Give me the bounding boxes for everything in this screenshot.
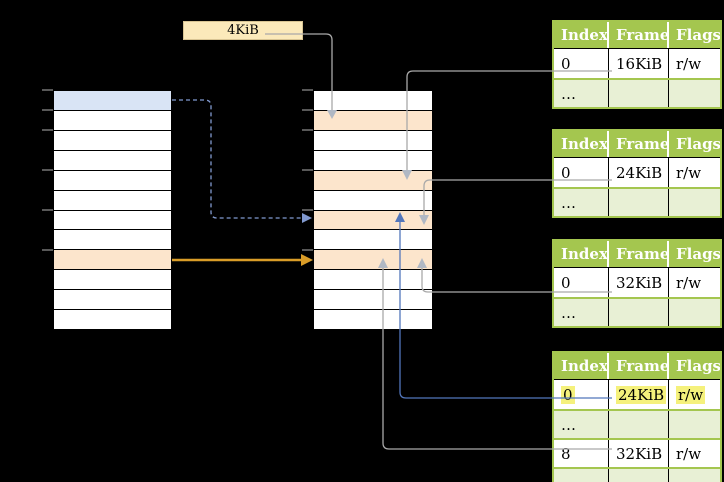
cell-flags: r/w xyxy=(676,273,702,292)
cell-flags: r/w xyxy=(676,163,702,182)
column-header-flags: Flags xyxy=(676,357,720,375)
memory-cell-2 xyxy=(314,130,432,151)
cell-index: 0 xyxy=(554,158,609,187)
memory-cell-3 xyxy=(314,150,432,171)
column-header-flags: Flags xyxy=(676,26,720,44)
memory-cell-0 xyxy=(314,91,432,111)
cell-index: … xyxy=(554,299,609,326)
column-header-frame: Frame xyxy=(609,353,669,379)
cell-flags: r/w xyxy=(676,385,706,404)
cell-index: 0 xyxy=(554,380,609,409)
cell-frame xyxy=(609,80,669,107)
memory-cell-5 xyxy=(314,190,432,211)
cell-index: … xyxy=(554,189,609,216)
table-row: … xyxy=(554,187,720,216)
table-row: … xyxy=(554,297,720,326)
cell-index: … xyxy=(554,411,609,438)
cell-flags xyxy=(669,299,720,326)
arrow-virtual-blue-page-dashed xyxy=(172,99,312,223)
memory-cell-8 xyxy=(314,250,432,271)
page-size-label: 4KiB xyxy=(227,23,259,38)
memory-cell-5 xyxy=(54,190,171,211)
cell-frame: 32KiB xyxy=(609,268,669,297)
memory-cell-7 xyxy=(54,230,171,251)
column-header-frame: Frame xyxy=(609,22,669,48)
cell-frame: 24KiB xyxy=(609,380,669,409)
column-header-flags: Flags xyxy=(676,135,720,153)
memory-cell-6 xyxy=(314,210,432,231)
cell-flags xyxy=(669,469,720,482)
memory-cell-10 xyxy=(54,290,171,311)
cell-flags: r/w xyxy=(676,444,702,463)
cell-index: … xyxy=(554,469,609,482)
cell-index: 8 xyxy=(554,440,609,467)
cell-frame xyxy=(609,189,669,216)
cell-flags xyxy=(669,411,720,438)
memory-cell-2 xyxy=(54,130,171,151)
cell-flags xyxy=(669,80,720,107)
cell-index: 0 xyxy=(554,268,609,297)
cell-frame: 24KiB xyxy=(609,158,669,187)
cell-index: 0 xyxy=(554,49,609,78)
memory-cell-3 xyxy=(54,150,171,171)
memory-cell-11 xyxy=(54,310,171,330)
memory-cell-9 xyxy=(54,270,171,291)
memory-cell-4 xyxy=(54,170,171,191)
cell-frame: 32KiB xyxy=(609,440,669,467)
column-header-index: Index xyxy=(554,131,609,157)
column-header-flags: Flags xyxy=(676,245,720,263)
cell-frame xyxy=(609,411,669,438)
memory-cell-1 xyxy=(54,110,171,131)
memory-cell-11 xyxy=(314,310,432,330)
memory-cell-7 xyxy=(314,230,432,251)
column-header-index: Index xyxy=(554,22,609,48)
column-header-index: Index xyxy=(554,241,609,267)
cell-frame xyxy=(609,469,669,482)
memory-cell-0 xyxy=(54,91,171,111)
table-row: … xyxy=(554,409,720,438)
memory-cell-6 xyxy=(54,210,171,231)
arrow-virtual-orange-page xyxy=(172,254,313,266)
memory-cell-8 xyxy=(54,250,171,271)
memory-cell-10 xyxy=(314,290,432,311)
cell-frame: 16KiB xyxy=(609,49,669,78)
column-header-frame: Frame xyxy=(609,241,669,267)
cell-flags xyxy=(669,189,720,216)
table-row: … xyxy=(554,467,720,482)
cell-frame xyxy=(609,299,669,326)
table-row: … xyxy=(554,78,720,107)
cell-index: … xyxy=(554,80,609,107)
memory-cell-4 xyxy=(314,170,432,191)
memory-cell-9 xyxy=(314,270,432,291)
column-header-index: Index xyxy=(554,353,609,379)
virtual-memory-column xyxy=(53,90,172,330)
page-size-label-box: 4KiB xyxy=(183,21,303,40)
cell-flags: r/w xyxy=(676,54,702,73)
column-header-frame: Frame xyxy=(609,131,669,157)
memory-cell-1 xyxy=(314,110,432,131)
physical-memory-column xyxy=(313,90,433,330)
